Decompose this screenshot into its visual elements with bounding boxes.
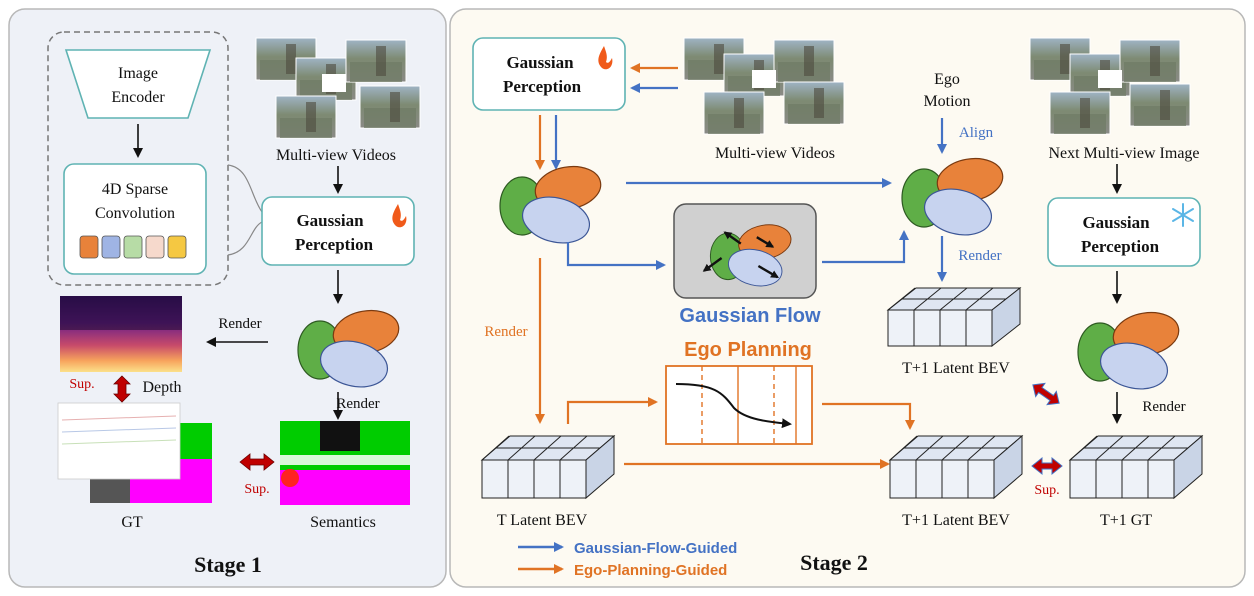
gaussian-perception-right [1047,197,1201,267]
next-image-label: Next Multi-view Image [1048,145,1199,162]
render-sem-label: Render [336,396,379,412]
gt-image [57,402,212,503]
perception-left-label-2: Perception [503,77,582,96]
image-encoder-label-1: Image [118,65,158,82]
sup-arrow-gt [1031,456,1063,476]
latent-bev-t1-top [886,286,1022,348]
arrow-bev-to-planning [566,397,658,424]
videos-label-stage2: Multi-view Videos [715,145,835,162]
multiview-next-image [1029,37,1191,135]
semantics-label: Semantics [310,514,376,531]
gaussian-flow-label: Gaussian Flow [679,305,821,327]
align-label: Align [959,125,994,141]
stage2-title: Stage 2 [800,550,868,575]
latent-bev-t [480,434,616,500]
sparse-conv-label-1: 4D Sparse [102,181,168,198]
gt-bev [1068,434,1204,500]
perception-label-2: Perception [295,235,374,254]
fire-icon [598,46,613,70]
legend-blue-label: Gaussian-Flow-Guided [574,540,737,557]
render-left-label: Render [484,324,527,340]
trajectory [675,383,792,429]
ego-motion-label-2: Motion [923,93,970,110]
videos-label-stage1: Multi-view Videos [276,147,396,164]
sup-arrow-vertical [113,375,131,403]
bev-t1-top-label: T+1 Latent BEV [902,360,1010,377]
encoder-group [47,31,229,286]
arrow-flow-to-next [822,230,909,264]
perception-right-label-1: Gaussian [1082,213,1150,232]
stage1-title: Stage 1 [194,552,262,577]
gt-label: GT [121,514,143,531]
perception-left-label-1: Gaussian [506,53,574,72]
render-mid-label: Render [958,248,1001,264]
ego-planning-box [665,365,813,445]
latent-bev-t1-bottom [888,434,1024,500]
perception-right-label-2: Perception [1081,237,1160,256]
semantics-image [280,421,410,505]
sup-label-top: Sup. [69,377,94,392]
sup-label-stage2: Sup. [1034,483,1059,498]
sup-label-bottom: Sup. [244,482,269,497]
bev-t-label: T Latent BEV [497,512,588,529]
render-depth-label: Render [218,316,261,332]
gt-label-stage2: T+1 GT [1100,512,1152,529]
legend-orange-label: Ego-Planning-Guided [574,562,727,579]
sup-arrow-diagonal [1032,382,1060,406]
image-encoder-label-2: Encoder [111,89,165,106]
ego-planning-label: Ego Planning [684,339,812,361]
stage2-panel [449,8,1246,588]
arrow-to-gaussian-flow [566,242,666,270]
arrow-planning-to-bev [822,402,915,430]
gaussian-perception-left [472,37,626,111]
bev-t1-bottom-label: T+1 Latent BEV [902,512,1010,529]
gaussian-perception-stage1 [261,196,415,266]
gaussians-flow [702,220,795,292]
multiview-videos-stage1 [255,37,421,139]
snowflake-icon [1172,203,1194,227]
feature-cells [79,235,187,259]
render-right-label: Render [1142,399,1185,415]
depth-label: Depth [142,379,181,396]
sup-arrow-horizontal [239,453,275,471]
bracket-link [227,164,263,213]
perception-label-1: Gaussian [296,211,364,230]
sparse-conv-label-2: Convolution [95,205,175,222]
fire-icon [392,204,407,228]
ego-motion-label-1: Ego [934,71,960,88]
multiview-videos-stage2 [683,37,845,135]
image-encoder-block [64,49,212,119]
